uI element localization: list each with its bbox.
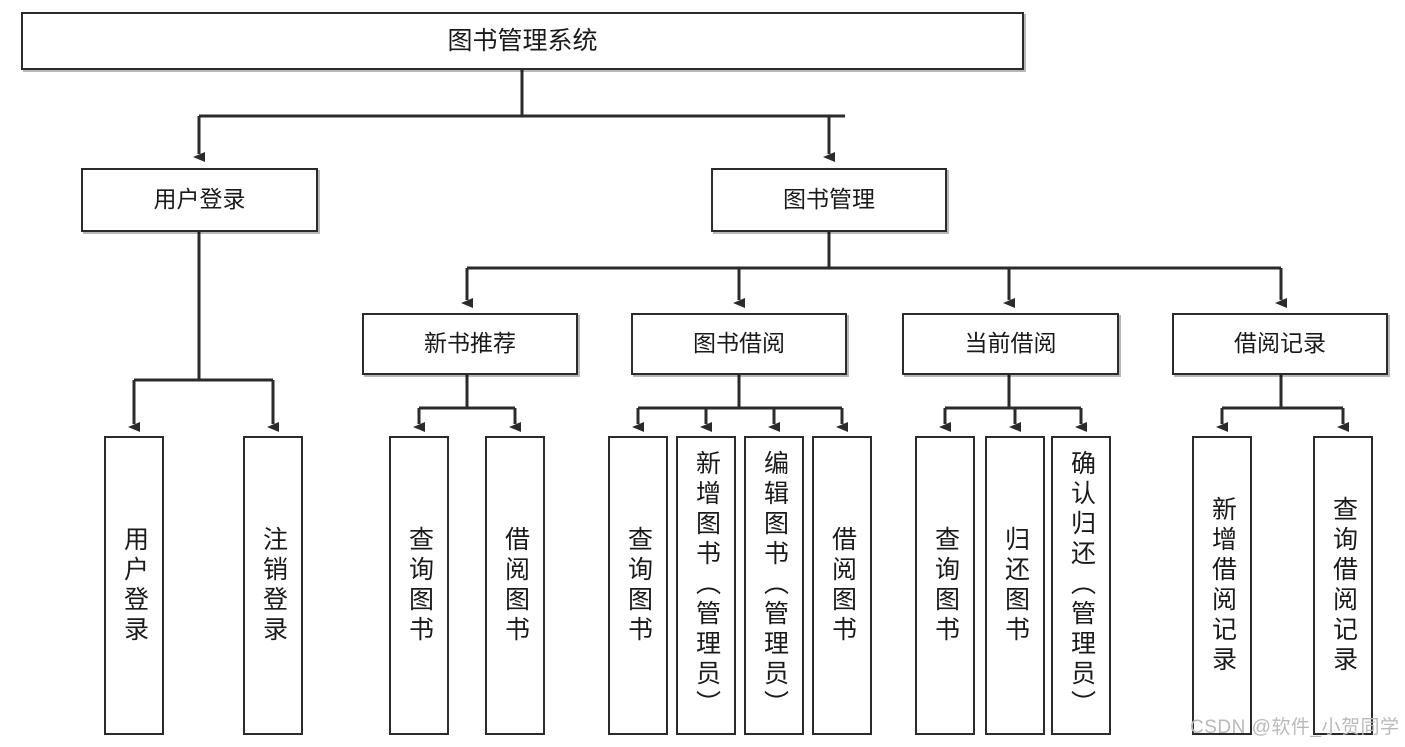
leaf-add-book-admin[interactable]: 新增图书（管理员） bbox=[676, 436, 736, 735]
leaf-return-book[interactable]: 归还图书 bbox=[985, 436, 1045, 735]
leaf-logout[interactable]: 注销登录 bbox=[243, 436, 303, 735]
node-book-borrow-label: 图书借阅 bbox=[693, 330, 785, 357]
leaf-confirm-return-admin[interactable]: 确认归还（管理员） bbox=[1051, 436, 1111, 735]
leaf-label: 查询借阅记录 bbox=[1329, 495, 1358, 676]
watermark: CSDN @软件_小贺同学 bbox=[1190, 717, 1400, 738]
leaf-borrow-book-recommend[interactable]: 借阅图书 bbox=[485, 436, 545, 735]
node-book-management-label: 图书管理 bbox=[783, 186, 875, 213]
leaf-label: 查询图书 bbox=[931, 525, 960, 646]
leaf-label: 注销登录 bbox=[259, 525, 288, 646]
leaf-borrow-book[interactable]: 借阅图书 bbox=[812, 436, 872, 735]
leaf-label: 编辑图书（管理员） bbox=[760, 450, 789, 720]
leaf-query-book-recommend[interactable]: 查询图书 bbox=[389, 436, 449, 735]
node-current-borrow-label: 当前借阅 bbox=[964, 330, 1057, 357]
node-borrow-record[interactable]: 借阅记录 bbox=[1172, 313, 1388, 375]
leaf-query-book-current[interactable]: 查询图书 bbox=[915, 436, 975, 735]
node-new-book-recommend-label: 新书推荐 bbox=[424, 330, 516, 357]
node-book-management[interactable]: 图书管理 bbox=[711, 168, 947, 232]
node-borrow-record-label: 借阅记录 bbox=[1234, 330, 1326, 357]
node-user-login-label: 用户登录 bbox=[153, 186, 246, 213]
leaf-label: 借阅图书 bbox=[501, 525, 530, 646]
leaf-label: 新增图书（管理员） bbox=[692, 450, 721, 720]
node-root[interactable]: 图书管理系统 bbox=[21, 12, 1024, 70]
leaf-label: 用户登录 bbox=[120, 525, 149, 646]
leaf-label: 借阅图书 bbox=[828, 525, 857, 646]
leaf-user-login[interactable]: 用户登录 bbox=[104, 436, 164, 735]
leaf-query-borrow-record[interactable]: 查询借阅记录 bbox=[1313, 436, 1373, 735]
node-book-borrow[interactable]: 图书借阅 bbox=[631, 313, 847, 375]
node-root-label: 图书管理系统 bbox=[447, 27, 598, 55]
leaf-label: 查询图书 bbox=[405, 525, 434, 646]
leaf-query-book-borrow[interactable]: 查询图书 bbox=[608, 436, 668, 735]
leaf-label: 查询图书 bbox=[624, 525, 653, 646]
node-new-book-recommend[interactable]: 新书推荐 bbox=[362, 313, 578, 375]
leaf-label: 确认归还（管理员） bbox=[1067, 450, 1096, 720]
leaf-label: 归还图书 bbox=[1001, 525, 1030, 646]
node-current-borrow[interactable]: 当前借阅 bbox=[902, 313, 1119, 375]
leaf-edit-book-admin[interactable]: 编辑图书（管理员） bbox=[744, 436, 804, 735]
leaf-add-borrow-record[interactable]: 新增借阅记录 bbox=[1192, 436, 1252, 735]
node-user-login[interactable]: 用户登录 bbox=[81, 168, 318, 232]
leaf-label: 新增借阅记录 bbox=[1208, 495, 1237, 676]
